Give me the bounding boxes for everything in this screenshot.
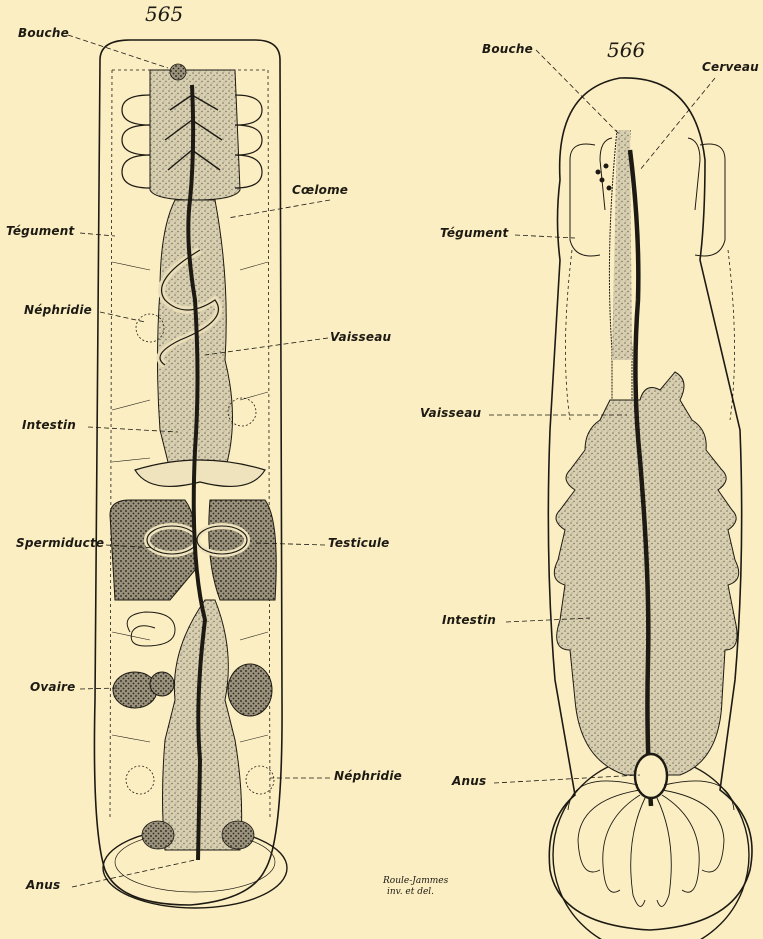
fig565-label-coelome: Cœlome: [292, 183, 348, 197]
fig566-label-vaisseau: Vaisseau: [420, 406, 481, 420]
fig566-label-anus: Anus: [452, 774, 486, 788]
fig566-label-tegument: Tégument: [440, 226, 508, 240]
fig565-ovary-left: [113, 672, 157, 708]
figure-565-number: 565: [145, 2, 183, 26]
artist-signature: Roule-Jammes inv. et del.: [383, 876, 448, 898]
fig566-label-intestin: Intestin: [442, 613, 496, 627]
fig565-label-bouche: Bouche: [18, 26, 69, 40]
fig566-label-bouche: Bouche: [482, 42, 533, 56]
fig565-label-ovaire: Ovaire: [30, 680, 76, 694]
fig565-transverse-band: [135, 460, 265, 486]
fig565-ovary-right: [228, 664, 272, 716]
signature-line-2: inv. et del.: [383, 887, 448, 898]
fig565-label-nephridie-left: Néphridie: [24, 303, 92, 317]
fig565-label-tegument: Tégument: [6, 224, 74, 238]
fig565-label-testicule: Testicule: [328, 536, 389, 550]
fig565-mouth: [170, 64, 186, 80]
fig565-spiral: [127, 612, 175, 646]
figure-565: [68, 35, 330, 908]
signature-line-1: Roule-Jammes: [383, 876, 448, 887]
fig566-anal-bulb: [635, 754, 667, 798]
fig565-label-intestin: Intestin: [22, 418, 76, 432]
fig565-label-anus: Anus: [26, 878, 60, 892]
fig565-label-spermiducte: Spermiducte: [16, 536, 104, 550]
fig565-label-nephridie-right: Néphridie: [334, 769, 402, 783]
figure-566-number: 566: [607, 38, 645, 62]
fig566-label-cerveau: Cerveau: [702, 60, 759, 74]
figure-566: [489, 50, 752, 939]
fig565-label-vaisseau: Vaisseau: [330, 330, 391, 344]
